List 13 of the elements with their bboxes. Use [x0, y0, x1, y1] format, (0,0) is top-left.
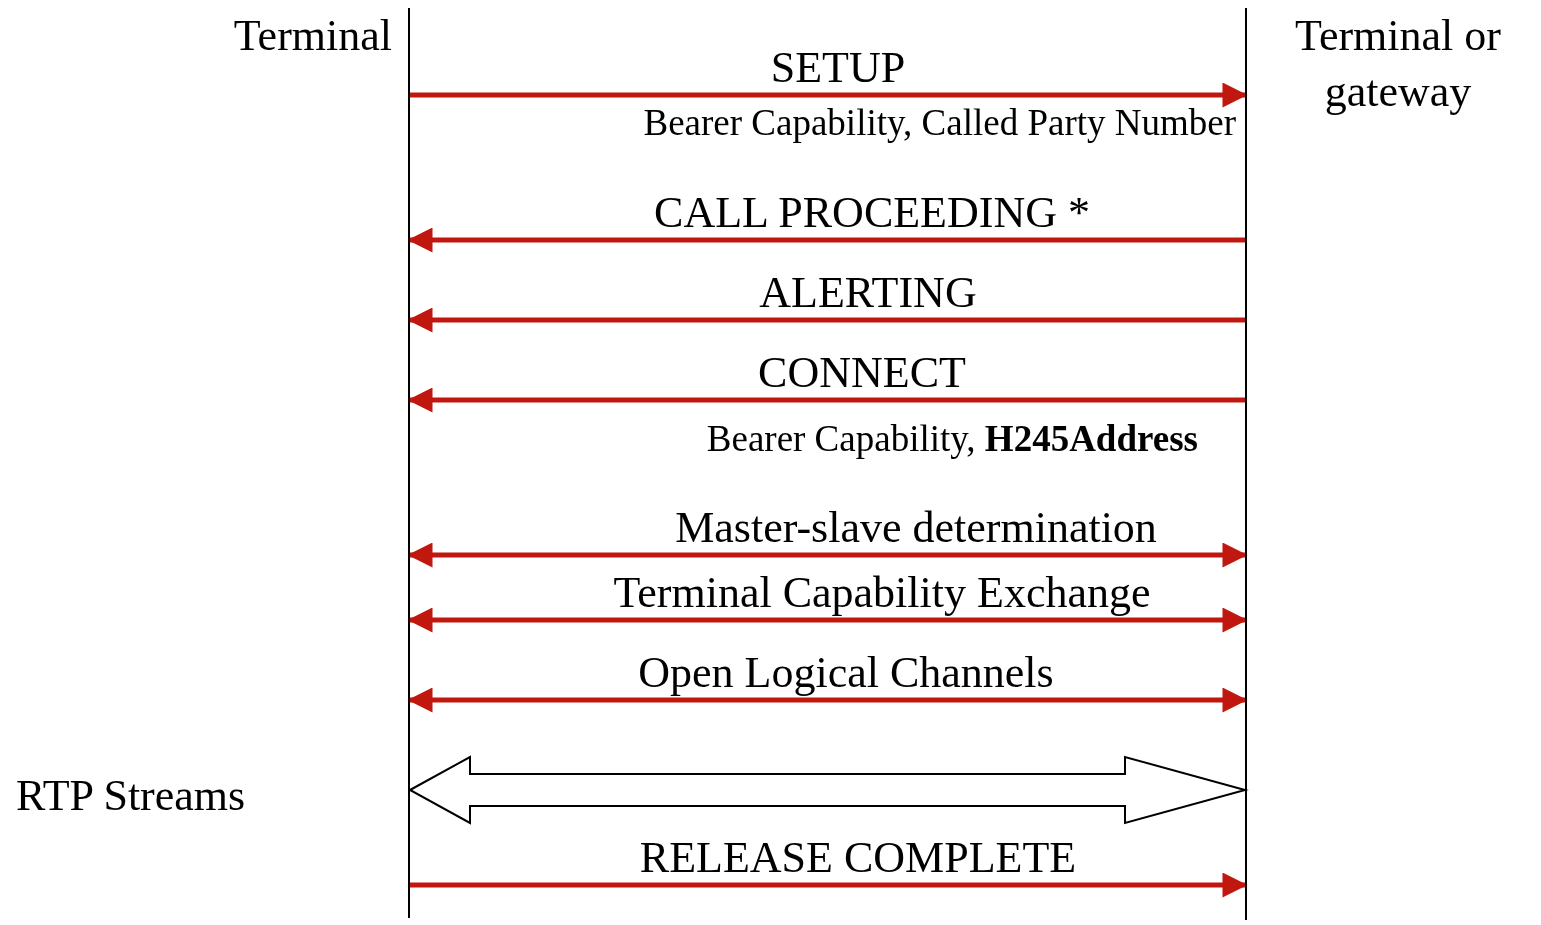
arrow: [407, 607, 1248, 633]
participant-label: Terminal: [232, 10, 392, 62]
message-parameters: Bearer Capability, Called Party Number: [643, 102, 1236, 144]
arrow: [410, 872, 1248, 898]
stream-label: RTP Streams: [16, 775, 246, 817]
participant-label: Terminal or gateway: [1294, 10, 1502, 118]
arrow: [410, 82, 1248, 108]
arrow: [407, 227, 1245, 253]
arrow: [407, 542, 1248, 568]
message-parameters: Bearer Capability, H245Address: [706, 418, 1198, 460]
arrow: [407, 387, 1245, 413]
arrow: [407, 687, 1248, 713]
arrow: [407, 307, 1245, 333]
